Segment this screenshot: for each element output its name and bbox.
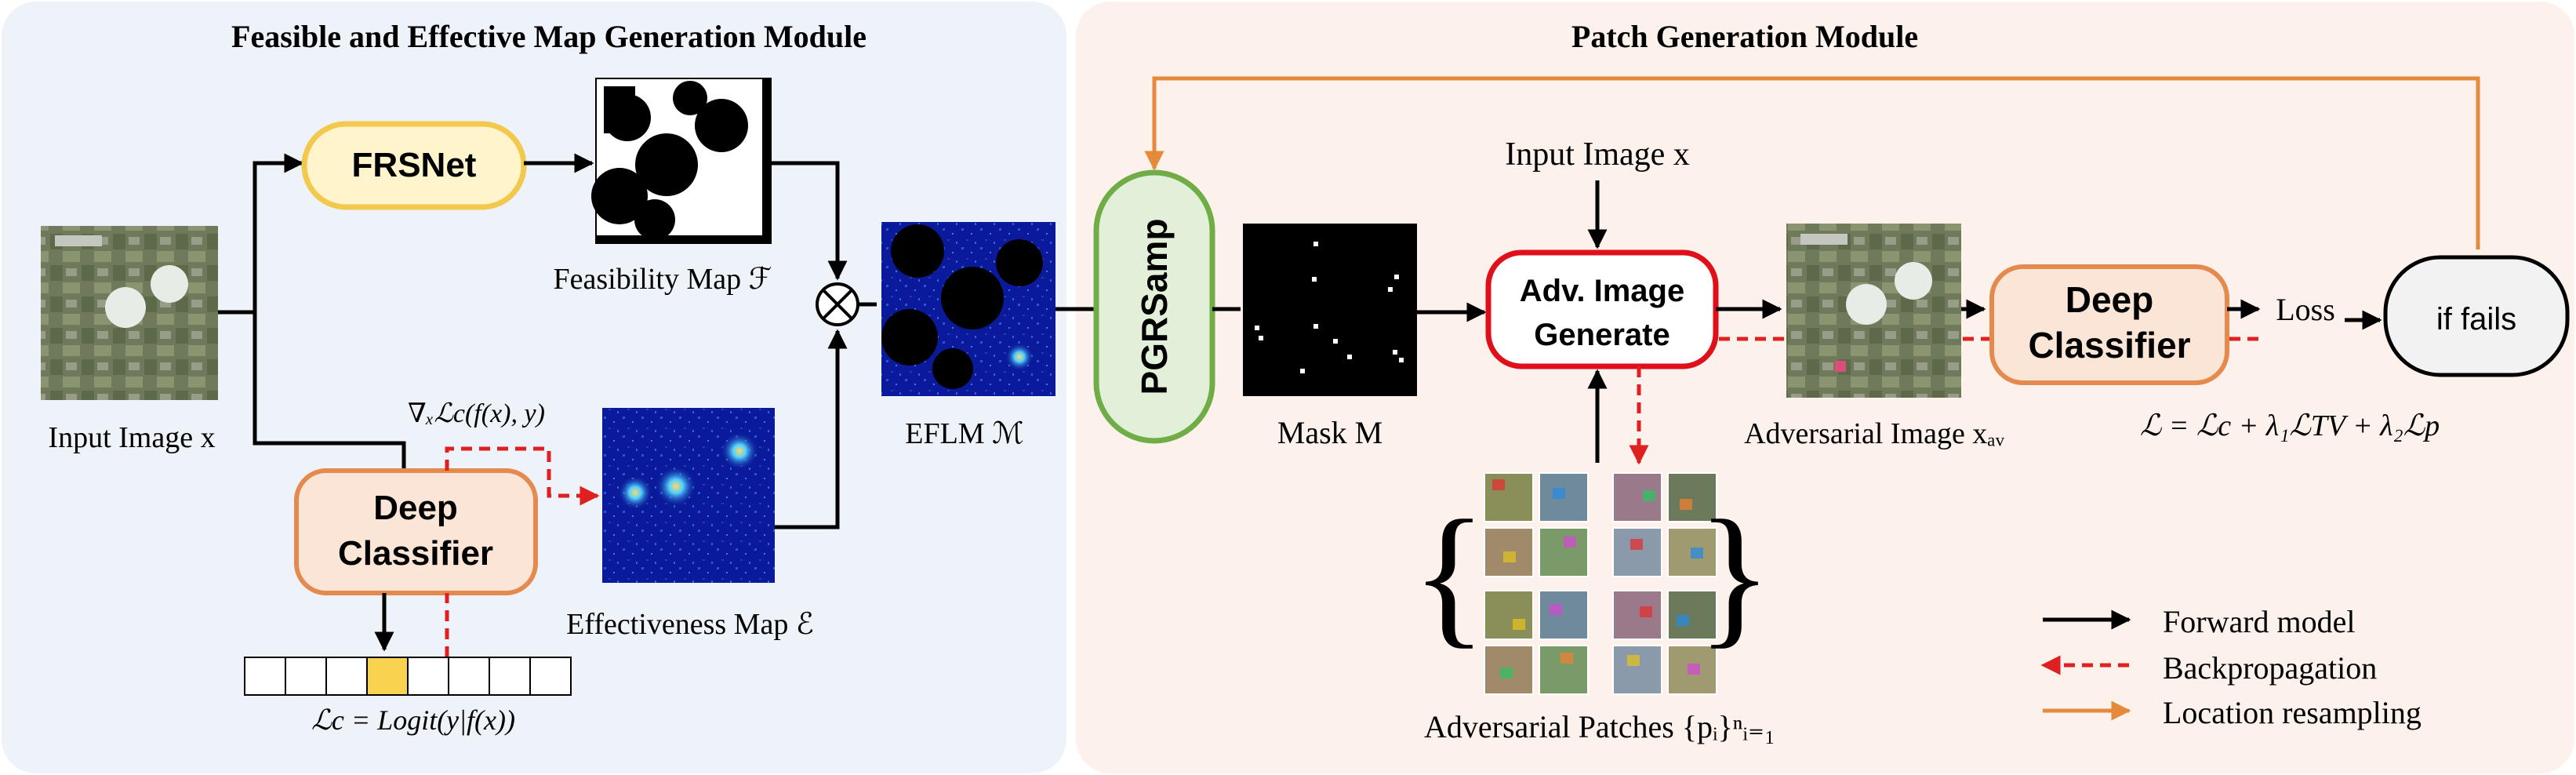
adv-generate-label-line2: Generate xyxy=(1534,318,1669,352)
patch-texture xyxy=(1643,490,1655,501)
logit-cell xyxy=(407,657,449,696)
adversarial-patch xyxy=(1539,527,1589,577)
logit-cell xyxy=(285,657,327,696)
patch-texture xyxy=(1677,615,1689,626)
input-image-thumbnail xyxy=(41,226,218,400)
input-image-label: Input Image x xyxy=(48,421,215,454)
logit-cell xyxy=(489,657,531,696)
patch-texture xyxy=(1553,488,1565,499)
logit-cell-highlighted xyxy=(366,657,409,696)
mask-image xyxy=(1243,224,1417,396)
patch-texture xyxy=(1492,479,1505,490)
adversarial-image-label: Adversarial Image xₐᵥ xyxy=(1744,417,2005,450)
left-brace: { xyxy=(1412,489,1487,662)
feasibility-map-image xyxy=(591,78,772,244)
patch-texture xyxy=(1640,606,1652,617)
right-deep-classifier-box xyxy=(1989,264,2229,385)
adversarial-patches-grid xyxy=(1484,472,1717,695)
patch-texture xyxy=(1500,668,1513,679)
if-fails-label: if fails xyxy=(2436,302,2516,337)
feasibility-map-label: Feasibility Map ℱ xyxy=(554,263,772,296)
effectiveness-map-label: Effectiveness Map ℰ xyxy=(566,608,814,641)
adversarial-patch xyxy=(1612,645,1662,695)
logits-vector xyxy=(244,657,572,696)
input-to-classifier-line xyxy=(253,312,406,468)
loss-label: Loss xyxy=(2276,292,2335,327)
adversarial-patch xyxy=(1667,590,1717,640)
logit-formula: ℒc = Logit(y|f(x)) xyxy=(311,704,515,736)
eflm-image xyxy=(881,222,1055,396)
patch-texture xyxy=(1550,604,1562,615)
right-classifier-label-line2: Classifier xyxy=(2028,325,2190,366)
patch-texture xyxy=(1513,619,1525,630)
patches-label: Adversarial Patches {pᵢ}ⁿᵢ₌₁ xyxy=(1424,709,1775,744)
patch-texture xyxy=(1560,653,1573,664)
right-classifier-label-line1: Deep xyxy=(2066,279,2153,320)
patch-texture xyxy=(1627,655,1640,666)
adversarial-patch xyxy=(1539,590,1589,640)
legend-resample-label: Location resampling xyxy=(2163,695,2422,730)
patch-texture xyxy=(1564,537,1576,548)
left-deep-classifier-box xyxy=(294,468,538,595)
frsnet-box xyxy=(301,121,527,210)
input-to-frsnet-line xyxy=(218,153,304,315)
patch-texture xyxy=(1630,539,1643,550)
left-classifier-label-line1: Deep xyxy=(373,489,458,527)
frsnet-label: FRSNet xyxy=(352,146,477,184)
adversarial-patch xyxy=(1484,472,1534,522)
left-classifier-label-line2: Classifier xyxy=(338,534,493,573)
right-module-title: Patch Generation Module xyxy=(1571,19,1918,54)
patch-texture xyxy=(1680,499,1692,510)
right-input-image-label: Input Image x xyxy=(1505,136,1690,173)
adversarial-patch xyxy=(1612,590,1662,640)
effectiveness-map-image xyxy=(602,408,775,583)
legend-backprop-label: Backpropagation xyxy=(2163,650,2377,686)
logit-cell xyxy=(325,657,368,696)
adversarial-patch xyxy=(1612,527,1662,577)
if-fails-box xyxy=(2383,255,2570,377)
adv-generate-label-line1: Adv. Image xyxy=(1520,274,1684,308)
eflm-label: EFLM ℳ xyxy=(905,417,1023,450)
pgrsamp-box xyxy=(1093,169,1215,444)
patch-texture xyxy=(1688,664,1700,675)
adversarial-patch xyxy=(1484,590,1534,640)
patch-texture xyxy=(1503,551,1516,562)
patch-texture xyxy=(1691,548,1703,559)
right-brace: } xyxy=(1697,489,1772,662)
left-module-panel xyxy=(2,2,1066,773)
logit-cell xyxy=(448,657,490,696)
feasibility-to-multiply-line xyxy=(771,161,848,281)
effectiveness-to-multiply-line xyxy=(775,329,848,529)
legend: Forward model Backpropagation Location r… xyxy=(2040,604,2422,730)
elementwise-multiply-icon xyxy=(816,282,859,326)
logit-cell xyxy=(529,657,572,696)
loss-formula: ℒ = ℒc + λ₁ℒTV + λ₂ℒp xyxy=(2140,409,2440,442)
pgrsamp-label: PGRSamp xyxy=(1134,219,1175,395)
logit-cell xyxy=(244,657,286,696)
legend-forward-label: Forward model xyxy=(2163,604,2356,639)
gradient-label: ∇ₓℒc(f(x), y) xyxy=(408,399,545,428)
adversarial-patch xyxy=(1667,472,1717,522)
adversarial-image-thumbnail xyxy=(1786,224,1961,398)
mask-label: Mask M xyxy=(1277,415,1382,450)
classifier-to-effectiveness-backprop xyxy=(445,446,600,506)
location-resampling-loop xyxy=(1144,76,2480,249)
left-module-title: Feasible and Effective Map Generation Mo… xyxy=(231,19,867,54)
